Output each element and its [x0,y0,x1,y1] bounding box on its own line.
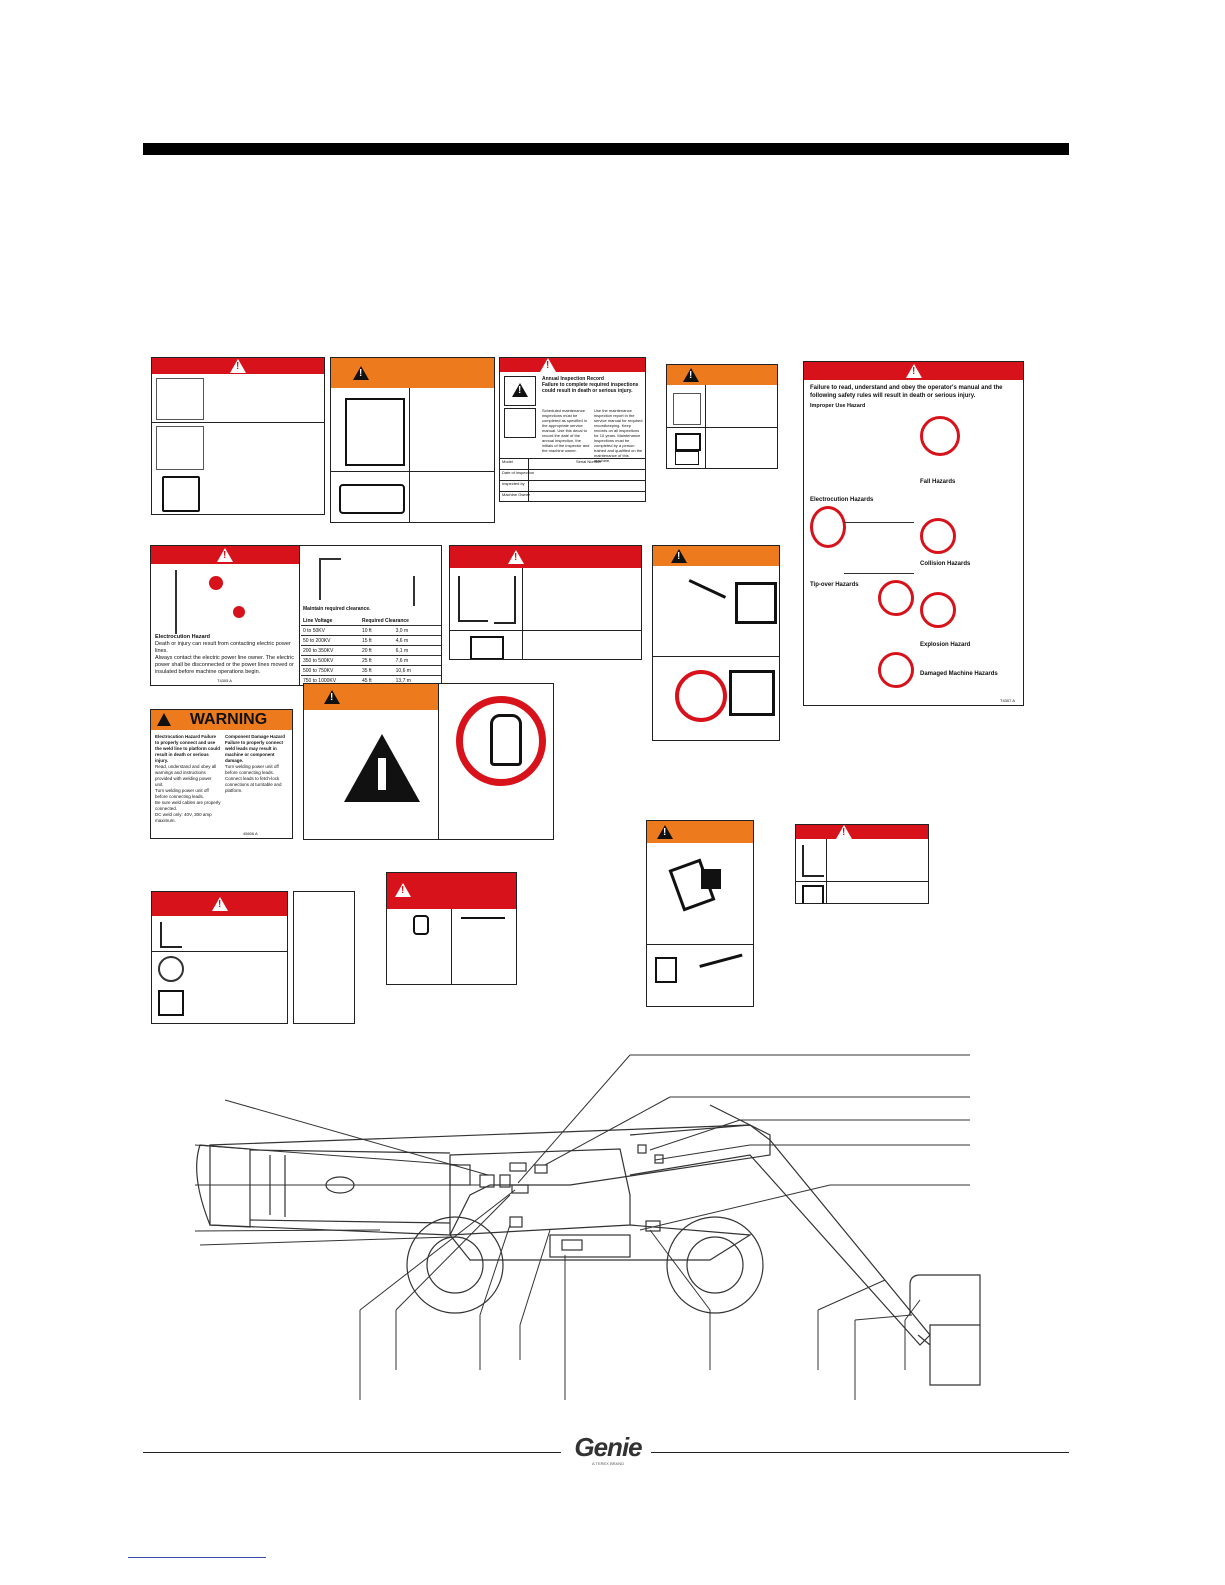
upper-boom [629,1124,931,1346]
electrocution-line2: Always contact the electric power line o… [155,655,294,675]
clearance-ft: 35 ft [359,665,394,676]
turntable [449,1148,631,1236]
safety-section-collision: Collision Hazards [920,561,971,567]
inspection-row-date: Date of inspection [502,470,535,475]
boom-tip [196,1144,251,1228]
clearance-voltage: 0 to 50KV [301,625,360,636]
clearance-ft: 20 ft [359,645,394,656]
welder-code: 45606 A [243,831,258,836]
welder-c2-p2: Connect leads to fetch-lock connections … [225,776,282,793]
engine-compartment [549,1234,631,1258]
safety-section-tipover: Tip-over Hazards [810,582,859,588]
welder-banner: WARNING [189,711,268,728]
logo-tagline: A TEREX BRAND [592,1461,624,1466]
decal-platform-small [795,824,929,904]
welder-c1-p3: Be sure weld cables are properly connect… [155,800,221,811]
footer-link-underline[interactable] [128,1557,266,1558]
clearance-m: 6,1 m [393,645,441,656]
jib [709,1104,751,1126]
clearance-col-voltage: Line Voltage [301,616,360,626]
decal-electrocution-hazard: Electrocution Hazard Death or injury can… [150,545,442,686]
inspection-serial: Serial Number [576,459,602,464]
clearance-m: 7,6 m [393,655,441,666]
safety-section-electrocution: Electrocution Hazards [810,497,874,503]
safety-section-improper-use: Improper Use Hazard [810,403,866,409]
decal-tether [151,891,288,1024]
genie-logo: Genie A TEREX BRAND [568,1432,648,1466]
safety-headline: Failure to read, understand and obey the… [810,385,1003,399]
welder-c1-p4: DC weld only: 40V, 300 amp maximum. [155,812,212,823]
right-wheel [666,1216,764,1314]
decal-hand-crush [646,820,754,1007]
inspection-col2: Use the maintenance inspection report in… [594,408,643,463]
clearance-voltage: 350 to 500KV [301,655,360,666]
welder-c2-p1: Turn welding power unit off before conne… [225,764,279,775]
chassis [449,1224,752,1261]
inspection-title: Annual Inspection Record [542,376,604,382]
inspection-row-model: Model [502,459,513,464]
footer-rule-right [651,1452,1069,1453]
decal-fall-hazard [652,545,780,741]
header-rule [143,143,1069,155]
decal-welder-warning: WARNING Electrocution Hazard Failure to … [150,709,293,839]
safety-section-explosion: Explosion Hazard [920,642,971,648]
inspection-row-owner: Machine Owner [502,492,531,497]
clearance-voltage: 500 to 750KV [301,665,360,676]
welder-c1-p2: Turn welding power unit off before conne… [155,788,209,799]
inspection-row-inspector: Inspected by [502,481,525,486]
left-wheel [406,1216,504,1314]
inspection-subtitle: Failure to complete required inspections… [542,382,639,394]
decal-pinch [386,872,517,985]
welder-c1-p1: Read, understand and obey all warnings a… [155,764,217,787]
clearance-ft: 25 ft [359,655,394,666]
clearance-ft: 15 ft [359,635,394,646]
platform [917,1324,981,1386]
decal-general-warning [303,683,554,840]
safety-code: T4307 A [1000,698,1015,703]
safety-section-fall: Fall Hazards [920,479,956,485]
clearance-voltage: 50 to 200KV [301,635,360,646]
boom-body [209,1124,771,1236]
footer-rule-left [143,1452,561,1453]
welder-c2-title: Component Damage Hazard Failure to prope… [225,734,286,763]
clearance-ft: 10 ft [359,625,394,636]
decal-battery [666,364,778,469]
clearance-caption: Maintain required clearance. [303,606,371,612]
decal-blank [293,891,355,1024]
decal-chemical-burn [151,357,325,515]
decal-safety-rules: Failure to read, understand and obey the… [803,361,1024,706]
electrocution-line1: Death or injury can result from contacti… [155,641,291,654]
clearance-m: 3,0 m [393,625,441,636]
clearance-voltage: 200 to 350KV [301,645,360,656]
clearance-m: 4,6 m [393,635,441,646]
electrocution-code: T4305 A [217,678,232,683]
safety-section-damaged: Damaged Machine Hazards [920,671,998,677]
electrocution-heading: Electrocution Hazard [155,634,211,640]
clearance-m: 10,6 m [393,665,441,676]
decal-crush-hazard [330,357,495,523]
machine-diagram [194,1054,981,1400]
boom-tube [249,1149,451,1224]
inspection-col1: Scheduled maintenance inspections must b… [542,408,590,453]
decal-platform-manual [449,545,642,660]
clearance-col-required: Required Clearance [359,616,441,626]
logo-wordmark: Genie [574,1432,642,1462]
welder-c1-title: Electrocution Hazard Failure to properly… [155,734,221,763]
